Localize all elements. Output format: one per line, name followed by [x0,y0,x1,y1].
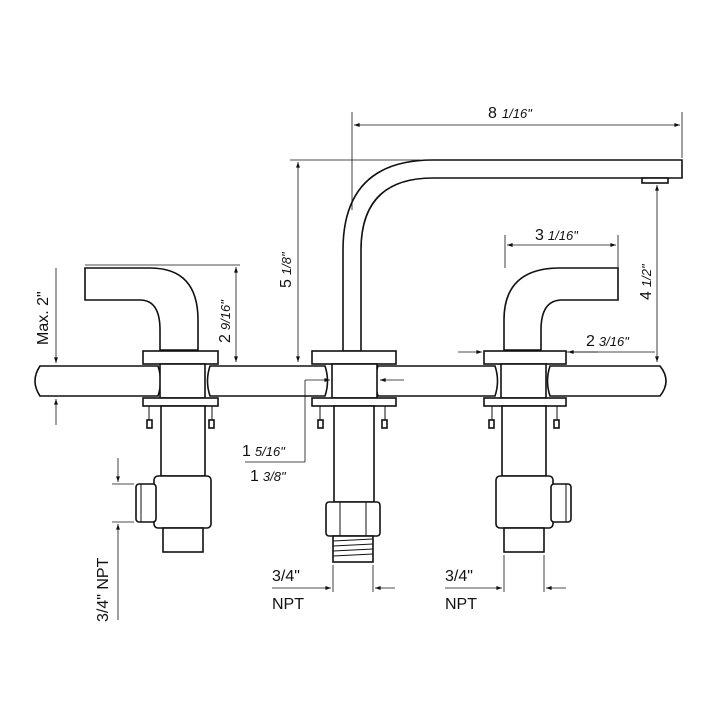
left-handle-valve [84,267,219,553]
deck-max-label: Max. 2" [35,291,52,345]
dimension-lines [48,112,683,620]
spout-clearance-label: 41/2" [638,263,655,300]
countertop [34,365,667,397]
spout [311,159,683,563]
center-npt-label-top: 3/4" [272,568,300,585]
handle-height-label: 29/16" [217,299,234,343]
center-npt-label-bottom: NPT [272,596,304,613]
right-handle-valve [483,267,619,553]
right-npt-label-top: 3/4" [445,568,473,585]
left-npt-label: 3/4" NPT [95,557,112,622]
spout-height-label: 51/8" [278,251,295,288]
right-npt-label-bottom: NPT [445,596,477,613]
